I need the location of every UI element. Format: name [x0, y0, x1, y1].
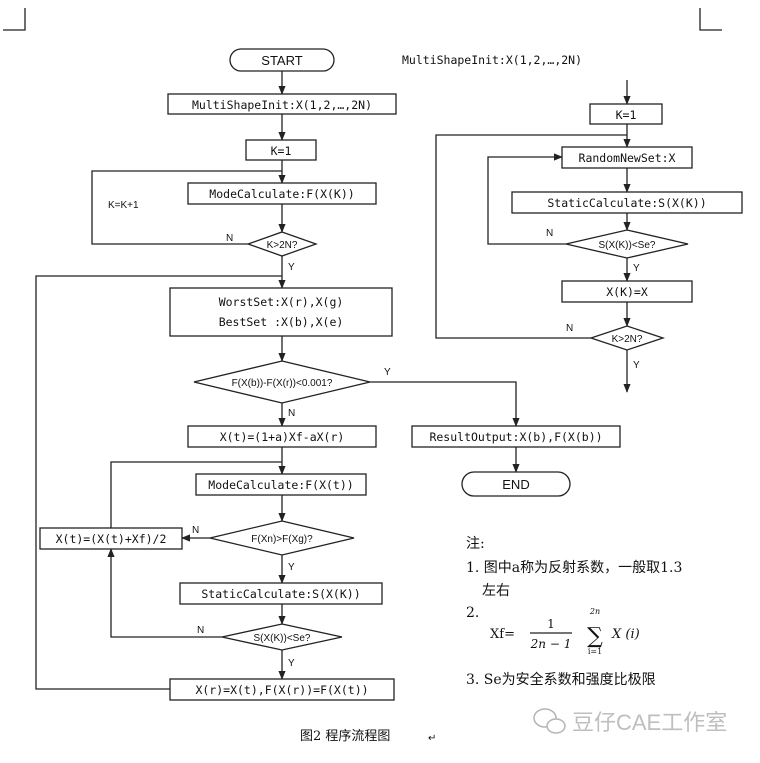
- sub-static-label: StaticCalculate:S(X(K)): [547, 196, 706, 210]
- decision-se-label: S(X(K))<Se?: [254, 633, 311, 644]
- note-3: 3. Se为安全系数和强度比极限: [466, 671, 656, 688]
- figure-caption: 图2 程序流程图: [300, 729, 390, 744]
- d2-no-label: N: [288, 408, 295, 419]
- d1-yes-label: Y: [288, 262, 295, 273]
- xleft-label: X(t)=(X(t)+Xf)/2: [56, 532, 167, 546]
- sub-decision-k-label: K>2N?: [612, 334, 643, 345]
- end-label: END: [502, 477, 529, 492]
- page-corner-marks: [3, 8, 722, 31]
- notes: 注: 1. 图中a称为反射系数，一般取1.3 左右 2. Xf= 1 2n − …: [466, 536, 682, 688]
- d4-no-label: N: [197, 625, 204, 636]
- note-2: 2.: [466, 605, 479, 621]
- fraction-denominator: 2n − 1: [530, 637, 572, 651]
- mode2-label: ModeCalculate:F(X(t)): [208, 478, 353, 492]
- decision-k-2n-label: K>2N?: [267, 240, 298, 251]
- note-1a: 1. 图中a称为反射系数，一般取1.3: [466, 560, 682, 576]
- assign-label: X(K)=X: [606, 285, 648, 299]
- watermark: 豆仔CAE工作室: [533, 708, 727, 735]
- best-label: BestSet :X(b),X(e): [219, 315, 344, 329]
- result-label: ResultOutput:X(b),F(X(b)): [429, 430, 602, 444]
- worst-best-box: [169, 287, 393, 337]
- d2-yes-label: Y: [384, 367, 391, 378]
- main-connectors: [35, 71, 520, 690]
- d4-yes-label: Y: [288, 658, 295, 669]
- decision-convergence-label: F(X(b))-F(X(r))<0.001?: [232, 378, 333, 389]
- wechat-icon: [533, 708, 566, 734]
- sub-title: MultiShapeInit:X(1,2,…,2N): [402, 53, 582, 67]
- init-label: MultiShapeInit:X(1,2,…,2N): [192, 98, 372, 112]
- sub-d1-no-label: N: [546, 228, 553, 239]
- xi-term: X (i): [611, 627, 640, 642]
- last-label: X(r)=X(t),F(X(r))=F(X(t)): [195, 683, 368, 697]
- d1-no-label: N: [226, 233, 233, 244]
- mode1-label: ModeCalculate:F(X(K)): [209, 187, 354, 201]
- note-1b: 左右: [482, 583, 510, 599]
- return-mark: ↵: [428, 733, 436, 744]
- sub-d2-no-label: N: [566, 323, 573, 334]
- sum-upper: 2n: [589, 607, 600, 616]
- k1-label: K=1: [271, 144, 292, 158]
- watermark-text: 豆仔CAE工作室: [572, 710, 727, 735]
- fraction-numerator: 1: [547, 617, 555, 631]
- kk1-label: K=K+1: [108, 200, 139, 211]
- sub-decision-se-label: S(X(K))<Se?: [599, 240, 656, 251]
- worst-label: WorstSet:X(r),X(g): [219, 295, 344, 309]
- sum-lower: i=1: [588, 647, 602, 656]
- xf-label: Xf=: [490, 627, 515, 642]
- start-label: START: [261, 53, 302, 68]
- static-label: StaticCalculate:S(X(K)): [201, 587, 360, 601]
- sub-d1-yes-label: Y: [633, 263, 640, 274]
- sub-d2-yes-label: Y: [633, 360, 640, 371]
- sub-connectors: [435, 80, 631, 393]
- d3-no-label: N: [192, 525, 199, 536]
- sum-symbol: ∑: [587, 624, 603, 649]
- decision-fxn-label: F(Xn)>F(Xg)?: [251, 534, 313, 545]
- xt-label: X(t)=(1+a)Xf-aX(r): [220, 430, 345, 444]
- notes-head: 注:: [466, 536, 485, 552]
- sub-k1-label: K=1: [616, 108, 637, 122]
- random-label: RandomNewSet:X: [579, 151, 676, 165]
- d3-yes-label: Y: [288, 562, 295, 573]
